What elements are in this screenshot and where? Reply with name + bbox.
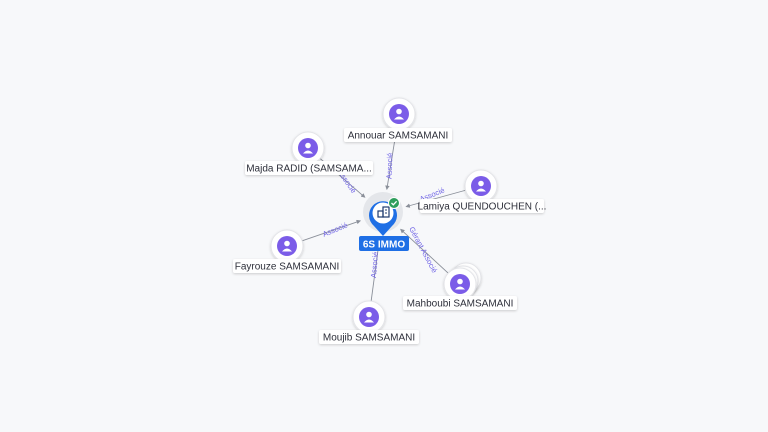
- person-label-box: [420, 199, 544, 213]
- person-node-moujib[interactable]: Moujib SAMSAMANI: [319, 300, 419, 344]
- person-node-majda[interactable]: Majda RADID (SAMSAMA...: [245, 131, 373, 175]
- person-label-box: [403, 296, 517, 310]
- person-icon: [394, 108, 404, 120]
- company-node[interactable]: 6S IMMO: [359, 192, 409, 251]
- person-label-box: [245, 161, 373, 175]
- edge-label-moujib: Associé: [369, 251, 380, 278]
- person-node-lamiya[interactable]: Lamiya QUENDOUCHEN (...: [418, 169, 547, 213]
- company-label: 6S IMMO: [363, 240, 405, 251]
- persons-layer: Annouar SAMSAMANI Majda RADID (SAMSAMA...…: [233, 97, 547, 344]
- edge-label-fayrouze: Associé: [321, 221, 349, 239]
- person-label-box: [344, 128, 452, 142]
- edge-label-annouar: Associé: [385, 153, 395, 180]
- person-label-lamiya: Lamiya QUENDOUCHEN (...: [418, 202, 547, 213]
- edge-lamiya: [405, 189, 466, 208]
- person-label-box: [319, 330, 419, 344]
- person-icon: [455, 278, 465, 290]
- person-node-annouar[interactable]: Annouar SAMSAMANI: [344, 97, 452, 142]
- person-icon: [282, 240, 292, 252]
- check-icon: [388, 197, 400, 209]
- person-icon: [364, 311, 374, 323]
- building-icon: [377, 206, 390, 218]
- person-label-majda: Majda RADID (SAMSAMA...: [246, 164, 372, 175]
- edge-fayrouze: [301, 219, 362, 242]
- person-icon: [476, 180, 486, 192]
- company-label-box: [359, 236, 409, 251]
- person-label-box: [233, 259, 341, 273]
- edge-mahboubi: [400, 228, 449, 274]
- person-node-fayrouze[interactable]: Fayrouze SAMSAMANI: [233, 229, 341, 273]
- person-label-fayrouze: Fayrouze SAMSAMANI: [235, 262, 339, 273]
- person-label-annouar: Annouar SAMSAMANI: [348, 131, 449, 142]
- person-label-mahboubi: Mahboubi SAMSAMANI: [407, 299, 514, 310]
- person-label-moujib: Moujib SAMSAMANI: [323, 333, 415, 344]
- edge-label-mahboubi: Gérant Associé: [407, 225, 439, 274]
- person-icon: [303, 142, 313, 154]
- person-node-mahboubi[interactable]: Mahboubi SAMSAMANI: [403, 262, 517, 310]
